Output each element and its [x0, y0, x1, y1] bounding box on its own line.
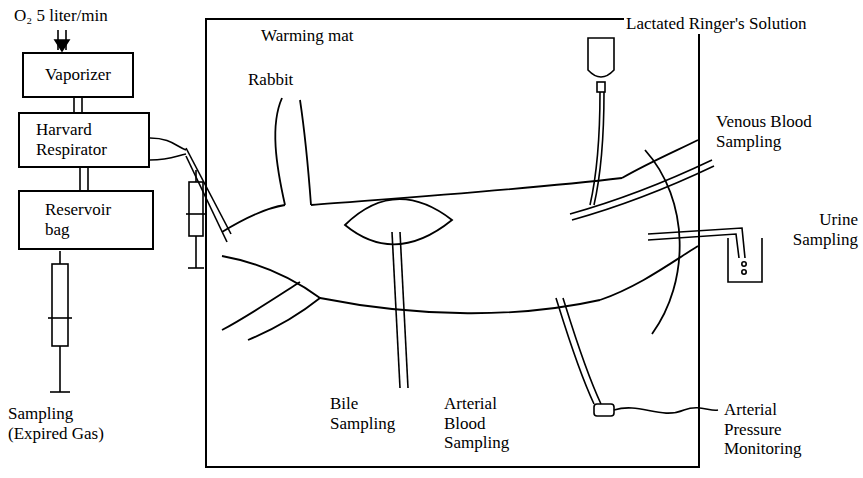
venous-catheter [570, 160, 714, 220]
pipe-connector [79, 168, 81, 190]
respirator-box: Harvard Respirator [18, 112, 150, 168]
sampling-label: Urine Sampling [768, 210, 858, 249]
urine-catheter [648, 228, 762, 282]
rabbit-outline [222, 98, 698, 340]
syringe [186, 170, 206, 268]
arterial-catheter [556, 298, 718, 416]
region-heading: Warming mat [261, 26, 354, 46]
box-label: Reservoir bag [45, 200, 127, 239]
sampling-label: Sampling (Expired Gas) [8, 404, 134, 443]
reservoir-box: Reservoir bag [18, 190, 154, 250]
iv-bag [588, 38, 614, 205]
pipe-connector [73, 98, 75, 112]
bile-cannula [392, 232, 408, 388]
pipe-connector [81, 98, 83, 112]
vaporizer-box: Vaporizer [22, 52, 134, 98]
breathing-tube [150, 138, 231, 242]
sampling-label: Bile Sampling [330, 394, 404, 433]
animal-label: Rabbit [248, 70, 318, 90]
syringe [48, 251, 72, 392]
flow-label: O₂ 5 liter/min [14, 6, 154, 26]
box-label: Harvard Respirator [36, 120, 132, 159]
sampling-label: Venous Blood Sampling [716, 112, 826, 151]
monitoring-label: Arterial Pressure Monitoring [724, 400, 828, 459]
pipe-connector [87, 168, 89, 190]
infusion-label: Lactated Ringer's Solution [624, 14, 809, 34]
sampling-label: Arterial Blood Sampling [444, 394, 512, 453]
oxygen-inlet [55, 30, 69, 51]
box-label: Vaporizer [45, 65, 111, 85]
